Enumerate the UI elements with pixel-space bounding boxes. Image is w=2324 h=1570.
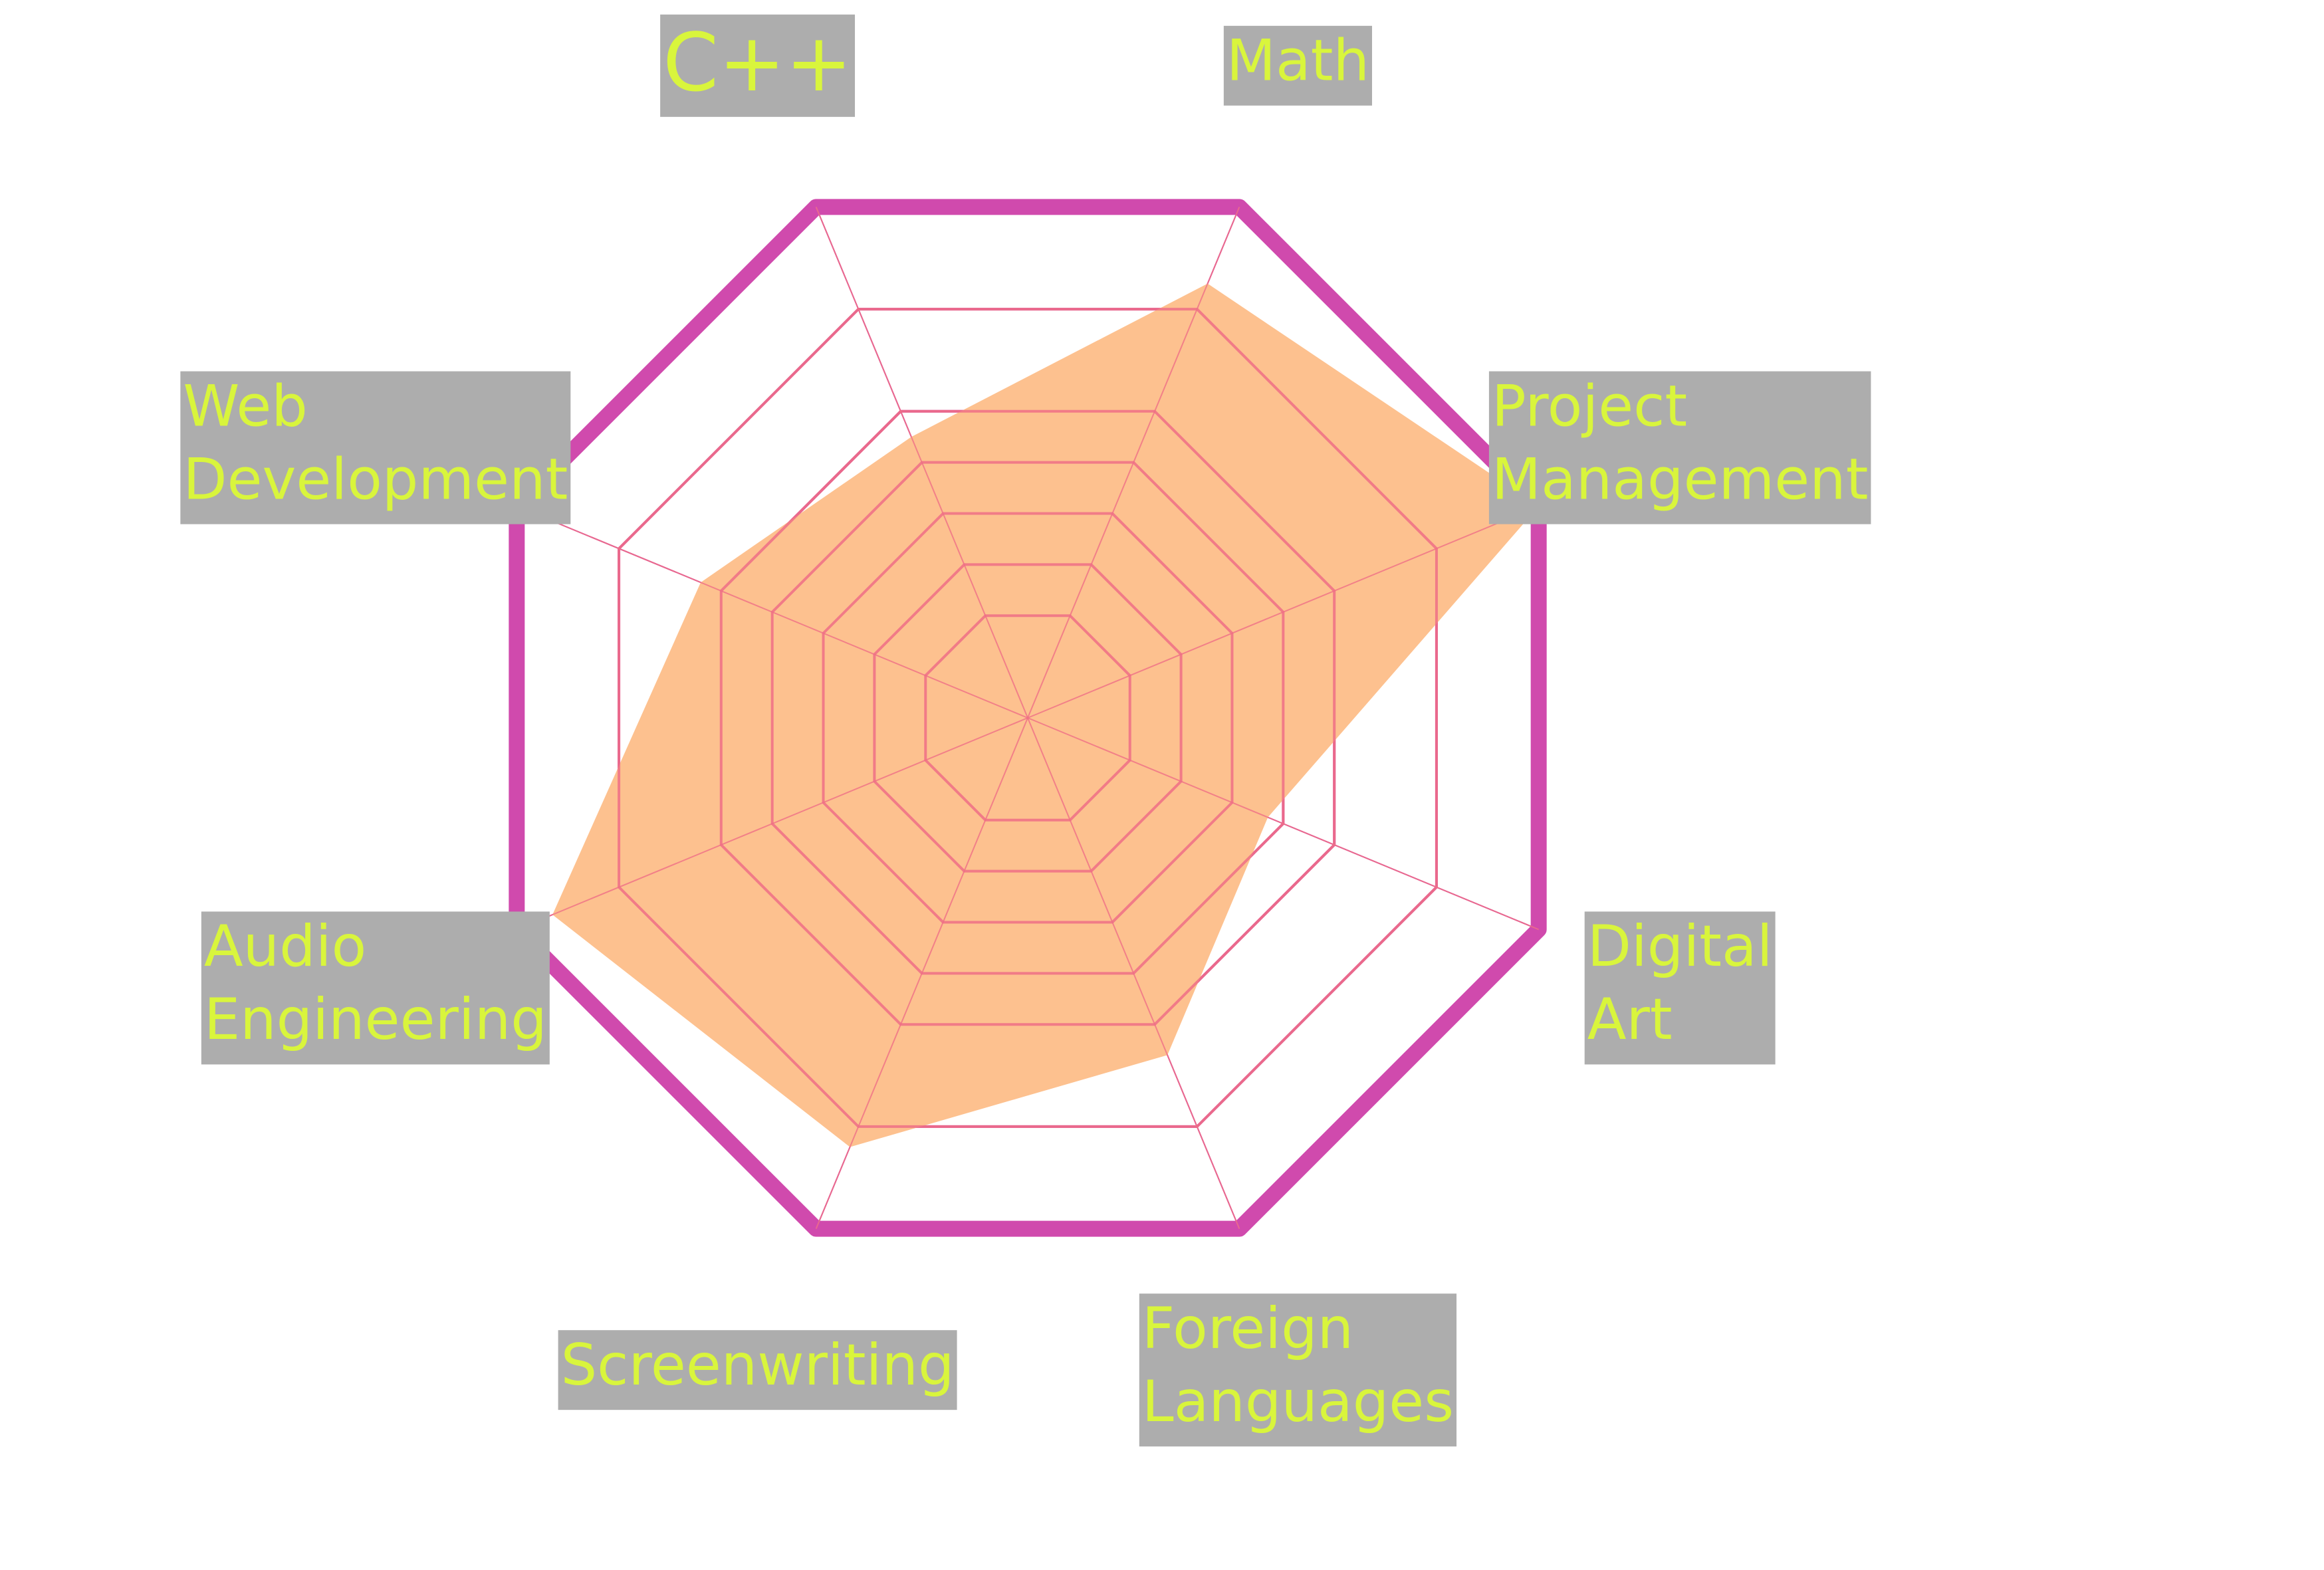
axis-label-line: Screenwriting <box>561 1332 955 1399</box>
series-layer <box>552 283 1539 1147</box>
grid-spoke-overlay <box>1027 505 1540 719</box>
axis-label-text: C++ <box>663 17 852 110</box>
label-background <box>660 14 856 117</box>
axis-label-line: Web <box>183 373 308 439</box>
grid-spoke-overlay <box>516 717 1028 931</box>
axis-label-line: Management <box>1492 446 1869 512</box>
axis-label-line: Art <box>1587 986 1673 1053</box>
grid-spoke-overlay <box>516 505 1028 719</box>
grid-spoke-overlay <box>815 206 1028 719</box>
axis-label-4: Screenwriting <box>558 1330 957 1410</box>
axis-label-line: Audio <box>204 913 366 980</box>
series-area-0 <box>552 283 1539 1147</box>
grid-spoke-overlay <box>1027 717 1540 931</box>
axis-label-text: Math <box>1226 28 1369 94</box>
axis-label-line: Math <box>1226 28 1369 94</box>
label-background <box>180 371 571 524</box>
axis-label-line: Development <box>183 446 568 512</box>
axis-label-line: Digital <box>1587 913 1773 980</box>
axis-label-text: Screenwriting <box>561 1332 955 1399</box>
label-background <box>1488 371 1871 524</box>
axis-label-line: C++ <box>663 17 852 110</box>
grid-spoke-overlay <box>1027 206 1240 719</box>
label-background <box>201 911 550 1065</box>
label-background <box>1584 911 1776 1065</box>
axis-label-line: Project <box>1492 373 1687 439</box>
grid-spoke-overlay <box>1027 717 1240 1230</box>
axis-label-7: C++ <box>660 14 856 117</box>
axis-label-0: Math <box>1223 25 1372 106</box>
axis-label-line: Languages <box>1142 1369 1454 1435</box>
label-background <box>558 1330 957 1410</box>
axis-label-line: Foreign <box>1142 1295 1353 1362</box>
axis-label-line: Engineering <box>204 986 547 1053</box>
inner-grid-layer <box>516 206 1540 1230</box>
label-background <box>1223 25 1372 106</box>
label-background <box>1139 1293 1457 1447</box>
grid-spoke-overlay <box>815 717 1028 1230</box>
